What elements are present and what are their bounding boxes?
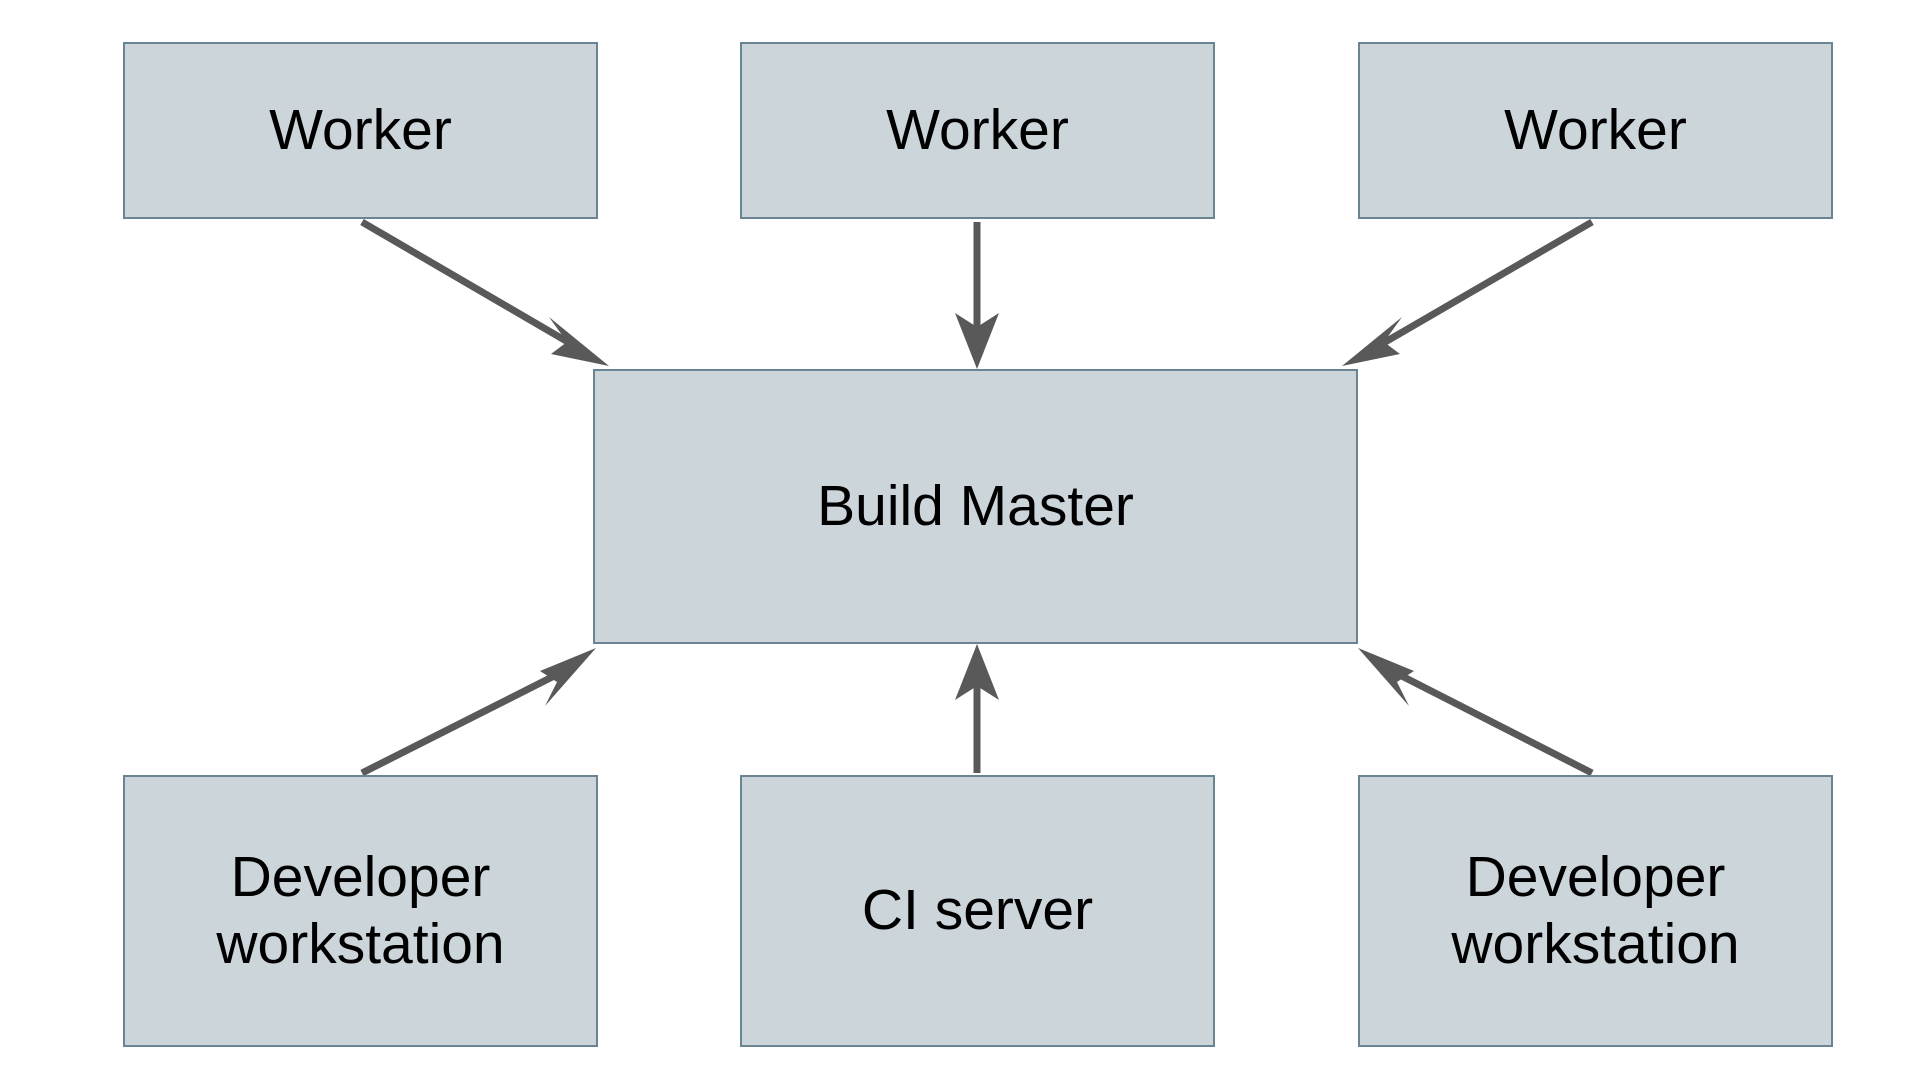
edge-worker-left-to-master — [360, 218, 609, 366]
node-label-developer-workstation-left: Developer workstation — [216, 844, 505, 976]
node-label-developer-workstation-right: Developer workstation — [1451, 844, 1740, 976]
node-label-worker-right: Worker — [1504, 97, 1687, 162]
node-label-worker-left: Worker — [269, 97, 452, 162]
node-worker-left[interactable]: Worker — [123, 42, 598, 219]
node-developer-workstation-right[interactable]: Developer workstation — [1358, 775, 1833, 1047]
edge-worker-center-to-master — [955, 222, 999, 369]
edge-dev-left-to-master — [360, 648, 596, 777]
node-build-master[interactable]: Build Master — [593, 369, 1358, 644]
node-worker-center[interactable]: Worker — [740, 42, 1215, 219]
edge-dev-right-to-master — [1358, 648, 1594, 777]
node-ci-server[interactable]: CI server — [740, 775, 1215, 1047]
node-developer-workstation-left[interactable]: Developer workstation — [123, 775, 598, 1047]
edge-worker-right-to-master — [1342, 218, 1594, 366]
node-label-ci-server: CI server — [861, 878, 1094, 943]
node-label-build-master: Build Master — [817, 473, 1134, 538]
node-label-worker-center: Worker — [886, 97, 1069, 162]
node-worker-right[interactable]: Worker — [1358, 42, 1833, 219]
edge-ci-server-to-master — [955, 644, 999, 773]
